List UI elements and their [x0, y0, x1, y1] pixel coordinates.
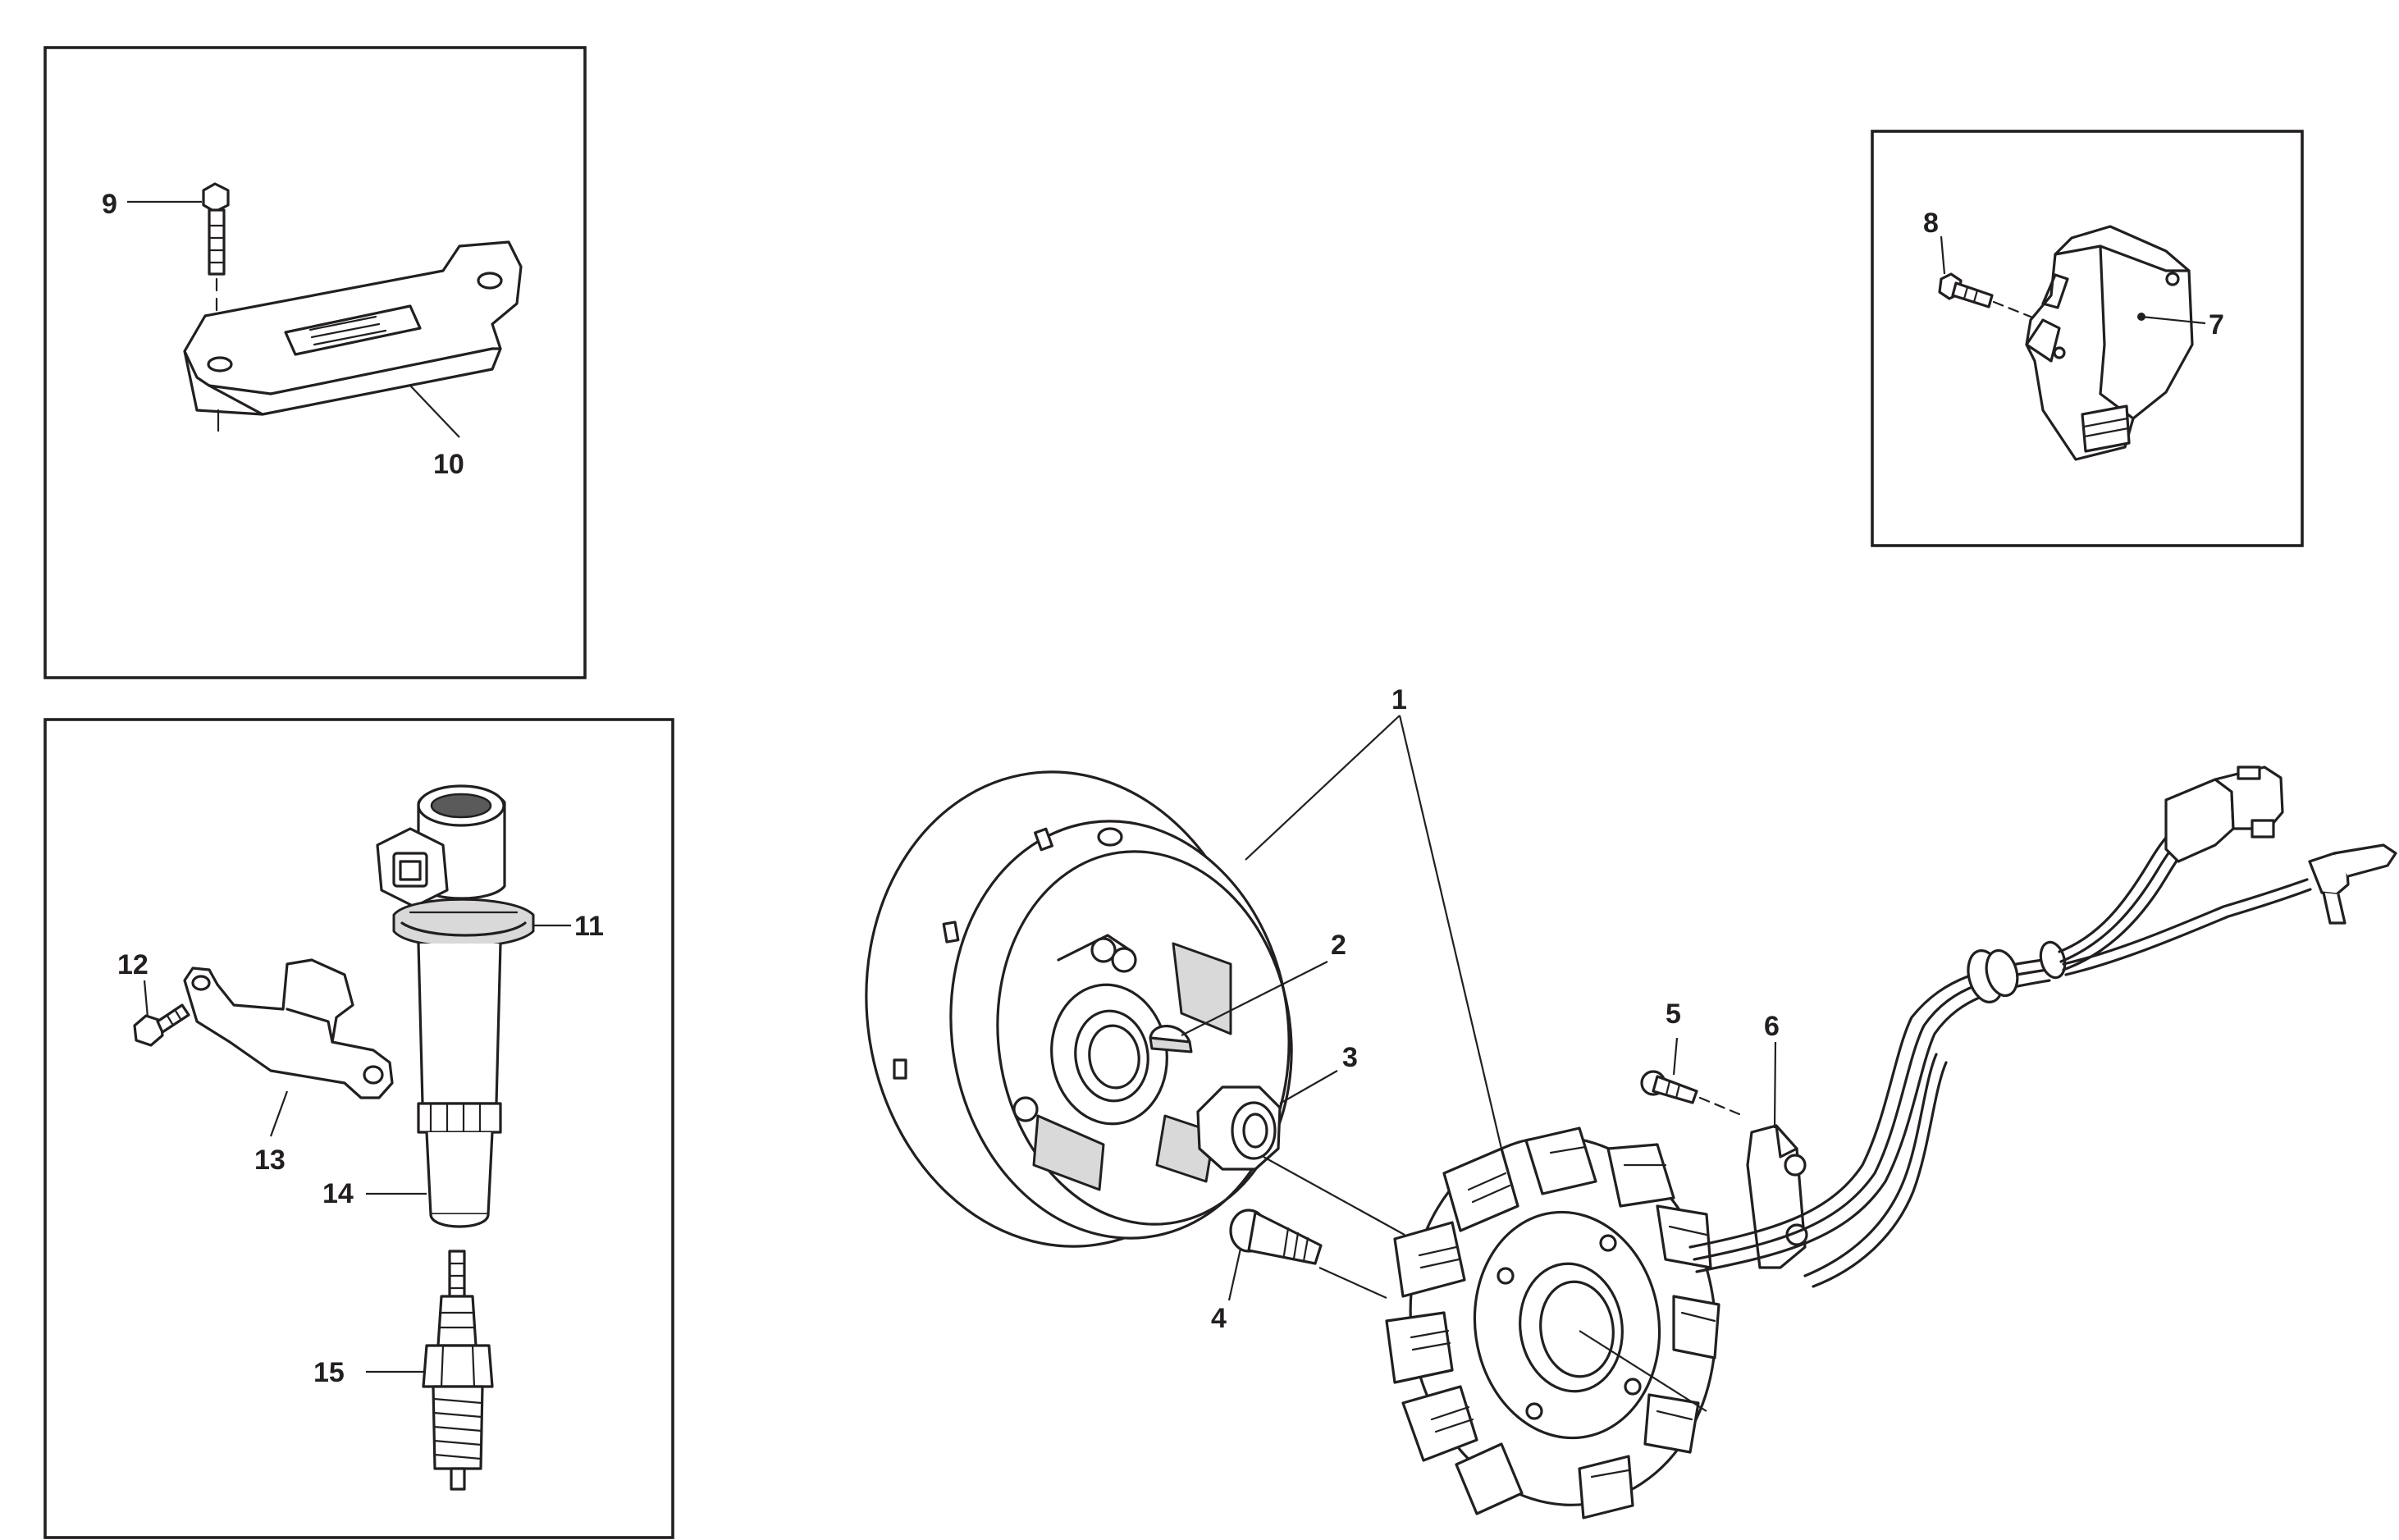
inset-panel-control-unit: 9 10: [43, 46, 587, 679]
callout-7: 7: [2209, 309, 2224, 340]
pickup-sensor-6: [1746, 1124, 1808, 1269]
screw-5: [1640, 1070, 1741, 1116]
callout-9: 9: [102, 189, 117, 220]
control-unit-10: [183, 240, 523, 432]
callout-2: 2: [1331, 930, 1346, 961]
bolt-12: [133, 1003, 190, 1047]
spark-plug-15: [422, 1250, 494, 1491]
callout-15: 15: [313, 1357, 345, 1388]
ignition-coil-11: [376, 784, 535, 1228]
wiring-harness: [1688, 765, 2397, 1288]
flywheel-nut-3: [1196, 1085, 1282, 1171]
callout-14: 14: [322, 1178, 354, 1209]
bolt-8: [1938, 272, 2036, 320]
callout-10: 10: [433, 449, 464, 480]
stator-1: [1385, 1126, 1720, 1519]
inset-panel-regulator: 8 7: [1871, 130, 2304, 547]
inset-panel-ignition: 11 12 13 14 15: [43, 718, 674, 1539]
stator-bolt-4: [1229, 1209, 1323, 1265]
callout-8: 8: [1923, 208, 1939, 239]
callout-4: 4: [1211, 1303, 1227, 1334]
flywheel-rotor-1: [865, 770, 1293, 1248]
callout-6: 6: [1764, 1011, 1780, 1042]
bolt-9: [202, 182, 230, 354]
callout-11: 11: [574, 911, 604, 942]
bracket-13: [183, 958, 394, 1099]
callout-5: 5: [1666, 998, 1681, 1030]
callout-1: 1: [1391, 684, 1407, 715]
callout-13: 13: [254, 1145, 286, 1176]
woodruff-key-2: [1149, 1025, 1193, 1053]
main-assembly: 1 2 3 4 5 6: [865, 684, 2397, 1519]
callout-3: 3: [1342, 1042, 1358, 1073]
regulator-7: [2025, 225, 2194, 461]
callout-12: 12: [117, 949, 149, 980]
